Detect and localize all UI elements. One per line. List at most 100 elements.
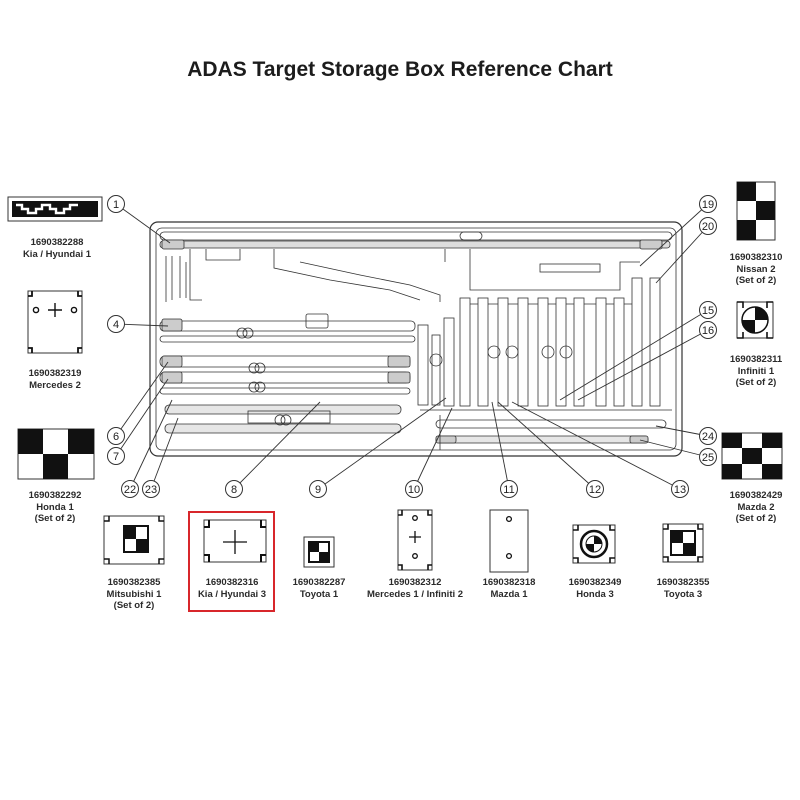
callout-number: 20 bbox=[702, 221, 714, 233]
slot-rack bbox=[417, 277, 661, 407]
callout-leader-line bbox=[559, 309, 709, 401]
part-number: 1690382311 bbox=[729, 354, 783, 365]
callout-leader-line bbox=[150, 417, 179, 490]
checker-square-icon bbox=[103, 515, 165, 565]
callout-circle bbox=[405, 480, 423, 498]
target-label: 1690382287 Toyota 1 bbox=[269, 577, 369, 600]
callout-24: 24 bbox=[655, 425, 717, 445]
target-name: Mercedes 2 bbox=[29, 379, 81, 391]
callout-leader-line bbox=[115, 203, 171, 244]
callout-circle bbox=[107, 427, 125, 445]
part-number: 1690382292 bbox=[28, 490, 82, 501]
callout-number: 15 bbox=[702, 305, 714, 317]
target-label: 1690382311 Infiniti 1 (Set of 2) bbox=[700, 354, 800, 389]
callout-leader-line bbox=[115, 378, 169, 457]
crosshair-plate-icon bbox=[27, 290, 83, 354]
callout-number: 13 bbox=[674, 484, 686, 496]
dot-plate-icon bbox=[489, 509, 529, 573]
callout-19: 19 bbox=[639, 195, 717, 267]
callout-number: 25 bbox=[702, 452, 714, 464]
part-number: 1690382385 bbox=[107, 577, 161, 588]
checkerboard-tall-icon bbox=[736, 181, 776, 241]
target-label: 1690382288 Kia / Hyundai 1 bbox=[2, 237, 112, 260]
callout-leader-line bbox=[577, 329, 709, 401]
storage-box bbox=[149, 221, 683, 457]
target-note: (Set of 2) bbox=[113, 600, 155, 611]
target-label: 1690382292 Honda 1 (Set of 2) bbox=[0, 490, 110, 525]
callout-circle bbox=[699, 427, 717, 445]
part-number: 1690382318 bbox=[482, 577, 536, 588]
callout-leader-line bbox=[497, 401, 596, 490]
callout-10: 10 bbox=[405, 407, 453, 498]
callout-9: 9 bbox=[309, 397, 447, 498]
target-name: Kia / Hyundai 1 bbox=[22, 248, 92, 260]
checker-bar-icon bbox=[7, 196, 103, 222]
target-name: Kia / Hyundai 3 bbox=[197, 588, 267, 600]
callout-circle bbox=[107, 447, 125, 465]
callout-leader-line bbox=[491, 401, 510, 490]
callout-number: 7 bbox=[113, 451, 119, 463]
box-inner-wall bbox=[155, 227, 677, 451]
callout-number: 6 bbox=[113, 431, 119, 443]
quadrant-circle-icon bbox=[736, 301, 774, 339]
callout-number: 19 bbox=[702, 199, 714, 211]
target-note: (Set of 2) bbox=[735, 513, 777, 524]
callout-circle bbox=[121, 480, 139, 498]
target-label: 1690382349 Honda 3 bbox=[545, 577, 645, 600]
callout-25: 25 bbox=[639, 439, 717, 466]
callout-4: 4 bbox=[107, 315, 169, 333]
target-label: 1690382316 Kia / Hyundai 3 bbox=[182, 577, 282, 600]
callout-7: 7 bbox=[107, 378, 169, 465]
box-outer-shell bbox=[149, 221, 683, 457]
callout-leader-line bbox=[413, 407, 453, 490]
callout-circle bbox=[309, 480, 327, 498]
callout-22: 22 bbox=[121, 399, 173, 498]
target-name: Mazda 2 bbox=[737, 501, 775, 513]
callout-circle bbox=[699, 195, 717, 213]
checker-square-icon bbox=[303, 536, 335, 568]
checkerboard-icon bbox=[721, 432, 783, 480]
callout-circle bbox=[699, 321, 717, 339]
callout-8: 8 bbox=[225, 401, 321, 498]
target-name: Toyota 3 bbox=[663, 588, 703, 600]
callout-20: 20 bbox=[655, 217, 717, 284]
target-name: Mitsubishi 1 bbox=[106, 588, 162, 600]
checker-square-icon bbox=[662, 523, 704, 563]
callout-circle bbox=[586, 480, 604, 498]
part-number: 1690382355 bbox=[656, 577, 710, 588]
callout-number: 9 bbox=[315, 484, 321, 496]
target-name: Mercedes 1 / Infiniti 2 bbox=[366, 588, 464, 600]
crosshair-plate-icon bbox=[397, 509, 433, 571]
callout-leader-line bbox=[639, 439, 709, 458]
highlight-frame bbox=[188, 511, 275, 612]
target-note: (Set of 2) bbox=[34, 513, 76, 524]
callout-number: 24 bbox=[702, 431, 714, 443]
callout-16: 16 bbox=[577, 321, 717, 401]
callout-circle bbox=[699, 217, 717, 235]
callout-13: 13 bbox=[511, 401, 689, 498]
target-label: 1690382310 Nissan 2 (Set of 2) bbox=[700, 252, 800, 287]
part-number: 1690382312 bbox=[388, 577, 442, 588]
callout-15: 15 bbox=[559, 301, 717, 401]
target-label: 1690382312 Mercedes 1 / Infiniti 2 bbox=[355, 577, 475, 600]
callout-circle bbox=[107, 195, 125, 213]
callout-number: 11 bbox=[503, 484, 514, 496]
callout-number: 4 bbox=[113, 319, 119, 331]
callout-number: 1 bbox=[113, 199, 119, 211]
callout-circle bbox=[699, 301, 717, 319]
callout-6: 6 bbox=[107, 361, 169, 445]
callout-circle bbox=[699, 448, 717, 466]
quadrant-circle-icon bbox=[572, 524, 616, 564]
target-name: Toyota 1 bbox=[299, 588, 339, 600]
target-name: Honda 3 bbox=[576, 588, 614, 600]
callout-12: 12 bbox=[497, 401, 604, 498]
part-number: 1690382316 bbox=[205, 577, 259, 588]
callout-leader-line bbox=[233, 401, 321, 490]
target-name: Nissan 2 bbox=[736, 263, 776, 275]
part-number: 1690382319 bbox=[28, 368, 82, 379]
callout-number: 22 bbox=[124, 484, 136, 496]
callout-leader-line bbox=[129, 399, 173, 490]
callout-leader-line bbox=[511, 401, 681, 490]
